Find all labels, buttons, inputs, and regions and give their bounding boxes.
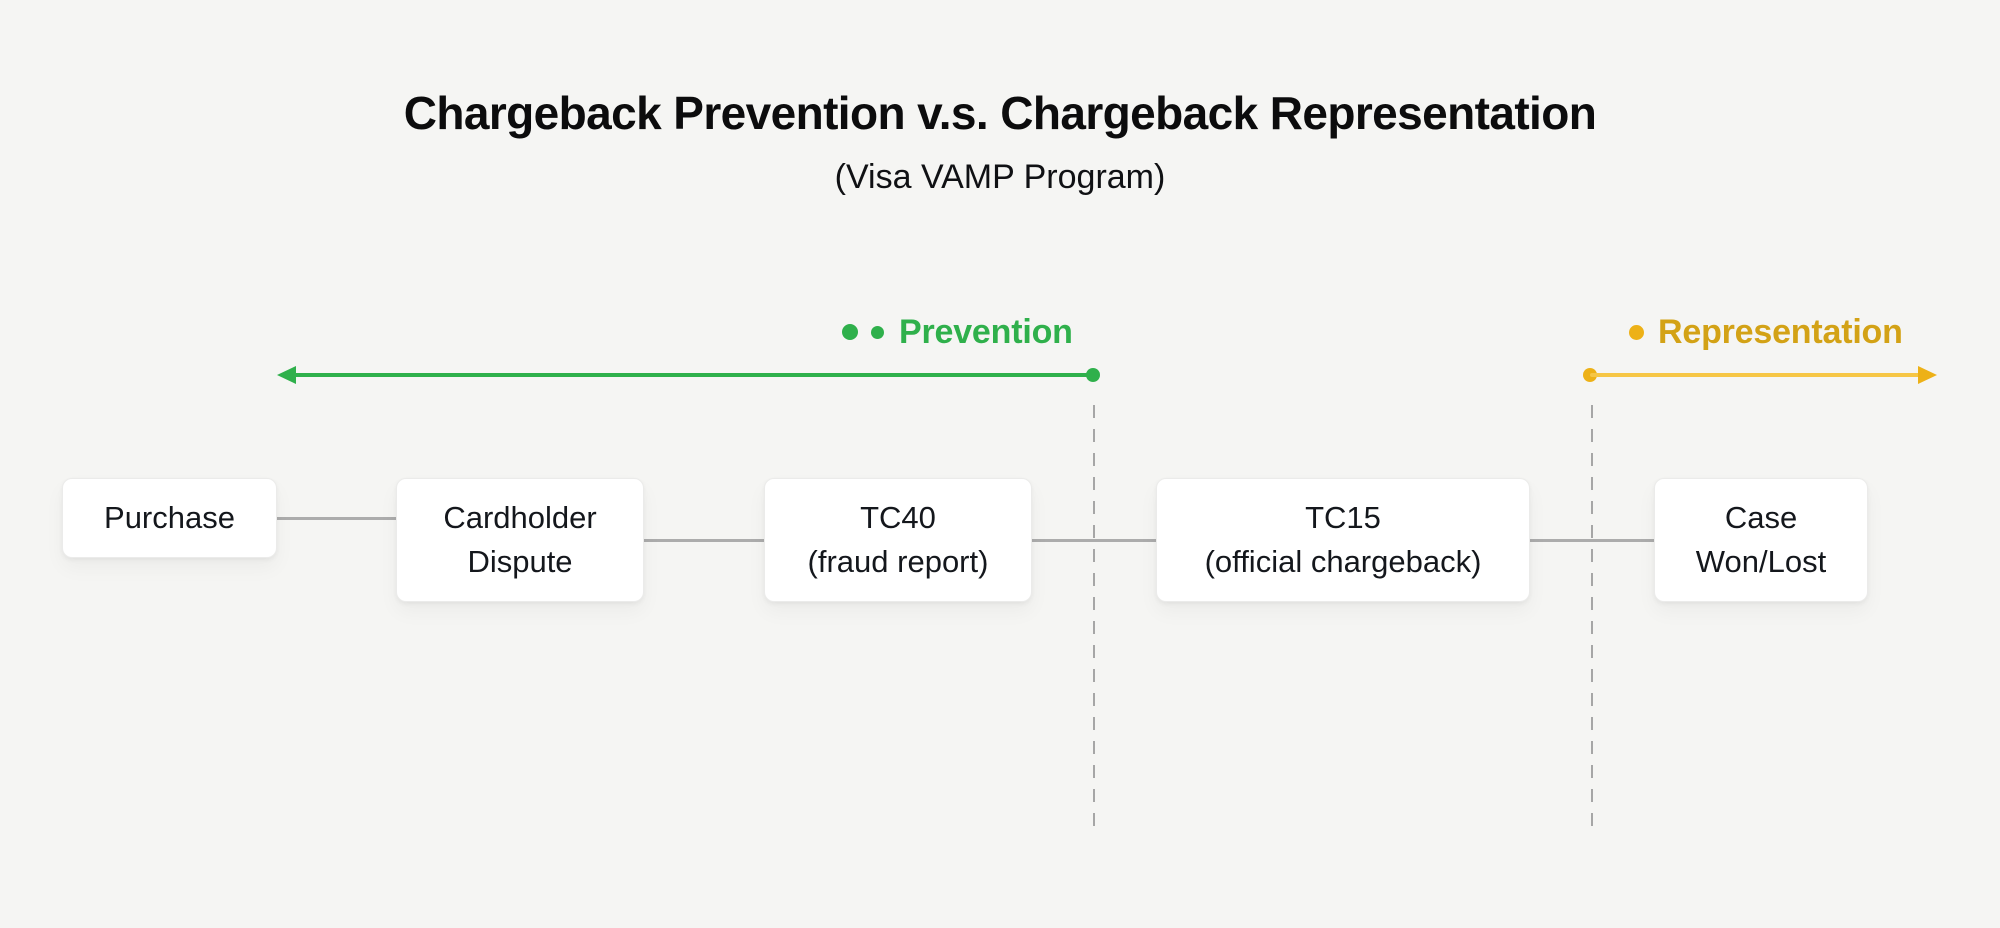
representation-label: Representation xyxy=(1658,312,1903,351)
page-title: Chargeback Prevention v.s. Chargeback Re… xyxy=(403,87,1597,139)
node-tc15: TC15 (official chargeback) xyxy=(1156,478,1530,602)
prevention-range-line xyxy=(292,373,1092,377)
page-subtitle: (Visa VAMP Program) xyxy=(834,158,1166,196)
connector-tc15-case xyxy=(1530,539,1655,542)
node-label: Cardholder xyxy=(443,500,597,535)
node-label: TC40 xyxy=(860,500,936,535)
representation-dot-icon xyxy=(1629,324,1644,340)
node-label: Purchase xyxy=(104,500,235,535)
node-cardholder-dispute: Cardholder Dispute xyxy=(396,478,644,602)
phase-divider-after-tc40 xyxy=(1093,405,1095,832)
connector-cardholder-tc40 xyxy=(644,539,765,542)
prevention-dot-icon xyxy=(871,325,884,339)
representation-arrowhead-right-icon xyxy=(1918,366,1937,384)
node-purchase: Purchase xyxy=(62,478,277,558)
node-sublabel: (official chargeback) xyxy=(1204,544,1482,579)
prevention-dot-icon xyxy=(842,324,858,340)
connector-tc40-tc15 xyxy=(1032,539,1157,542)
connector-purchase-cardholder xyxy=(277,517,397,520)
node-tc40: TC40 (fraud report) xyxy=(764,478,1032,602)
prevention-legend: Prevention xyxy=(842,310,1073,354)
prevention-label: Prevention xyxy=(899,312,1073,351)
node-case-won-lost: Case Won/Lost xyxy=(1654,478,1868,602)
prevention-arrowhead-left-icon xyxy=(277,366,296,384)
node-sublabel: (fraud report) xyxy=(807,544,989,579)
node-sublabel: Won/Lost xyxy=(1695,544,1827,579)
prevention-endpoint-dot-icon xyxy=(1086,368,1100,382)
representation-range-line xyxy=(1590,373,1922,377)
phase-divider-before-case xyxy=(1591,405,1593,832)
node-label: Case xyxy=(1724,500,1798,535)
representation-legend: Representation xyxy=(1629,310,1903,354)
node-label: TC15 xyxy=(1305,500,1381,535)
node-sublabel: Dispute xyxy=(467,544,573,579)
